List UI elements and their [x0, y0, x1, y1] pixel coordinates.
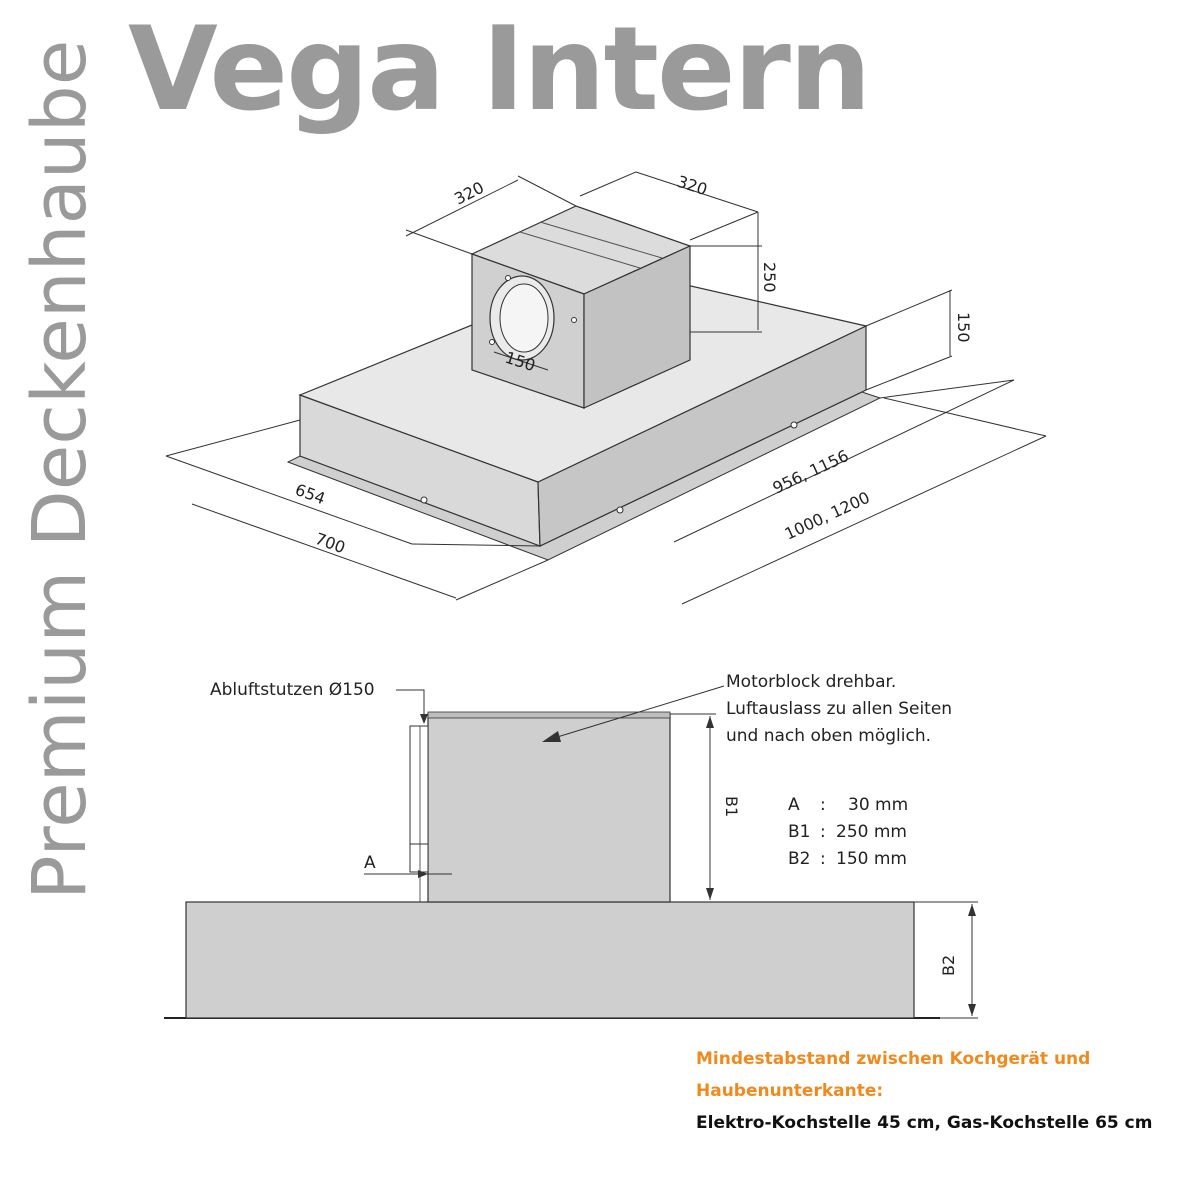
duct-leader-arrow: [420, 714, 428, 724]
dim-a-arrow: [418, 870, 428, 878]
motor-leader-line: [553, 685, 725, 739]
spec-value: 150 mm: [836, 849, 907, 869]
footer-line-3: Elektro-Kochstelle 45 cm, Gas-Kochstelle…: [696, 1113, 1153, 1133]
dim-body-height: 150: [954, 312, 973, 343]
motor-box-seam: [539, 221, 663, 259]
product-title: Vega Intern: [128, 2, 871, 137]
motor-note-line-2: Luftauslass zu allen Seiten: [726, 699, 953, 719]
motor-note-line-1: Motorblock drehbar.: [726, 672, 897, 692]
dim-box-depth: 320: [675, 172, 710, 200]
side-motor-block: [427, 713, 671, 903]
dim-b2-arrow-top: [968, 904, 976, 916]
dim-outer-width: 700: [313, 529, 348, 557]
motor-box-right-face: [583, 245, 691, 409]
spec-key: A: [788, 795, 800, 815]
dim-inner-length: 956, 1156: [770, 446, 852, 498]
screw-hole: [489, 339, 495, 345]
dim-outer-length: 1000, 1200: [782, 488, 873, 544]
screw-hole: [571, 317, 577, 323]
spec-value: 30 mm: [848, 795, 909, 815]
iso-dimension-lines: [165, 171, 1047, 605]
dim-b1-arrow-bottom: [706, 888, 714, 900]
motor-leader-arrow: [542, 731, 561, 742]
dim-inner-width: 654: [293, 480, 328, 508]
duct-diameter-line: [493, 351, 549, 371]
dim-box-height: 250: [760, 262, 779, 293]
label-b1: B1: [722, 796, 741, 817]
side-motor-top-strip: [427, 711, 671, 719]
footer-line-2: Haubenunterkante:: [696, 1081, 884, 1101]
spec-key: B1: [788, 822, 811, 842]
dim-b1-arrow-top: [706, 716, 714, 728]
motor-box-seam: [519, 231, 641, 269]
label-b2: B2: [939, 955, 958, 976]
side-duct-stub: [409, 725, 429, 845]
duct-leader-line: [396, 689, 425, 714]
duct-label: Abluftstutzen Ø150: [210, 680, 375, 700]
screw-hole: [790, 421, 798, 429]
side-duct-flange: [409, 843, 429, 873]
spec-sep: :: [820, 822, 826, 842]
footer-line-1: Mindestabstand zwischen Kochgerät und: [696, 1049, 1091, 1069]
side-hood-body: [185, 901, 915, 1019]
screw-hole: [616, 506, 624, 514]
screw-hole: [420, 496, 428, 504]
spec-sep: :: [820, 849, 826, 869]
dim-b2-arrow-bottom: [968, 1004, 976, 1016]
motor-note-line-3: und nach oben möglich.: [726, 726, 932, 746]
spec-key: B2: [788, 849, 811, 869]
label-a: A: [364, 853, 376, 873]
spec-value: 250 mm: [836, 822, 907, 842]
screw-hole: [505, 275, 511, 281]
spec-sep: :: [820, 795, 826, 815]
duct-collar-inner: [499, 283, 549, 353]
